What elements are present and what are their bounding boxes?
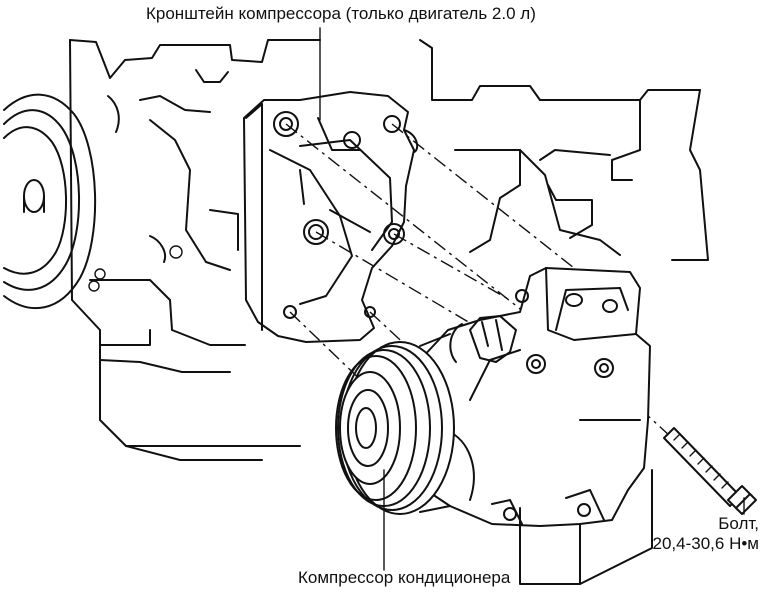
- leader-lines: [319, 27, 745, 571]
- bolt-label: Болт, 20,4-30,6 Н•м: [653, 514, 759, 554]
- crank-pulley: [3, 93, 97, 310]
- compressor-bracket: [243, 91, 419, 343]
- bolt: [663, 427, 757, 515]
- bracket-label: Кронштейн компрессора (только двигатель …: [146, 4, 536, 23]
- bolt-torque-text: 20,4-30,6 Н•м: [652, 534, 759, 553]
- engine-block: [69, 39, 709, 461]
- compressor-pulley: [335, 333, 455, 515]
- ac-compressor: [409, 267, 651, 527]
- bolt-name-text: Болт,: [718, 514, 759, 533]
- lower-mount: [519, 469, 653, 585]
- compressor-label: Компрессор кондиционера: [298, 568, 511, 587]
